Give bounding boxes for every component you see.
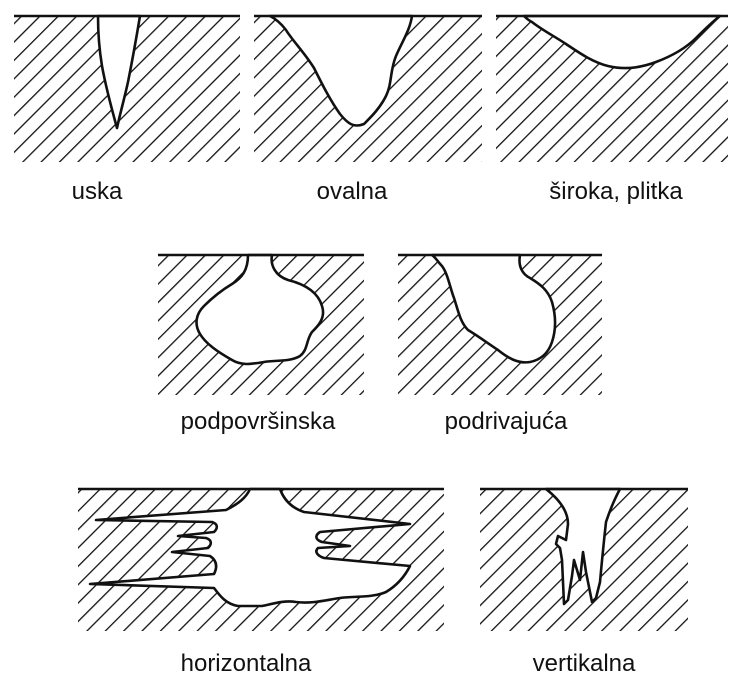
panel-horizontalna: [78, 489, 444, 631]
caption-horizontalna: horizontalna: [181, 652, 312, 676]
caption-vertikalna: vertikalna: [533, 652, 636, 676]
caption-siroka-plitka: široka, plitka: [549, 180, 682, 204]
panel-podpovrsinska: [158, 255, 364, 395]
panel-podrivajuca: [398, 255, 602, 395]
panel-uska: [14, 16, 240, 162]
panel-ovalna: [254, 16, 482, 162]
panel-siroka-plitka: [496, 16, 728, 162]
caption-ovalna: ovalna: [317, 180, 388, 204]
caption-podpovrsinska: podpovršinska: [181, 410, 336, 434]
caption-uska: uska: [72, 180, 123, 204]
caption-podrivajuca: podrivajuća: [445, 410, 568, 434]
panel-vertikalna: [480, 489, 688, 631]
